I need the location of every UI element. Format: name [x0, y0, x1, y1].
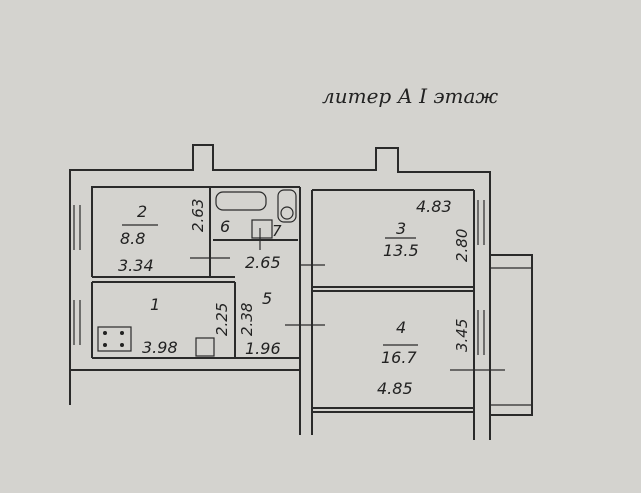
room-3-height: 2.80	[453, 229, 471, 262]
room-5-width: 1.96	[245, 339, 281, 358]
room-2-number: 2	[137, 202, 147, 221]
room-2-area: 8.8	[120, 229, 145, 248]
room-2-height: 2.63	[189, 199, 207, 232]
room-4-height: 3.45	[453, 319, 471, 352]
walls	[69, 144, 533, 440]
room-1-number: 1	[150, 295, 160, 314]
room-3-area: 13.5	[383, 241, 419, 260]
room-4-number: 4	[396, 318, 406, 337]
room-4-area: 16.7	[381, 348, 417, 367]
room-4-width: 4.85	[377, 379, 413, 398]
room-7-number: 7	[272, 222, 282, 240]
room-1-height: 2.25	[213, 303, 231, 336]
plan-title: литер А I этаж	[322, 84, 498, 108]
room-3-number: 3	[396, 219, 406, 238]
room-1-width: 3.98	[142, 338, 178, 357]
room-5-height: 2.38	[238, 303, 256, 336]
room-labels: 2 8.8 3.34 2.63 6 7 2.65 1 3.98 2.25 2.3…	[118, 197, 471, 398]
room-3-width: 4.83	[416, 197, 452, 216]
room-6-number: 6	[220, 217, 230, 236]
room-6-width: 2.65	[245, 253, 281, 272]
room-5-number: 5	[262, 289, 272, 308]
room-2-width: 3.34	[118, 256, 154, 275]
